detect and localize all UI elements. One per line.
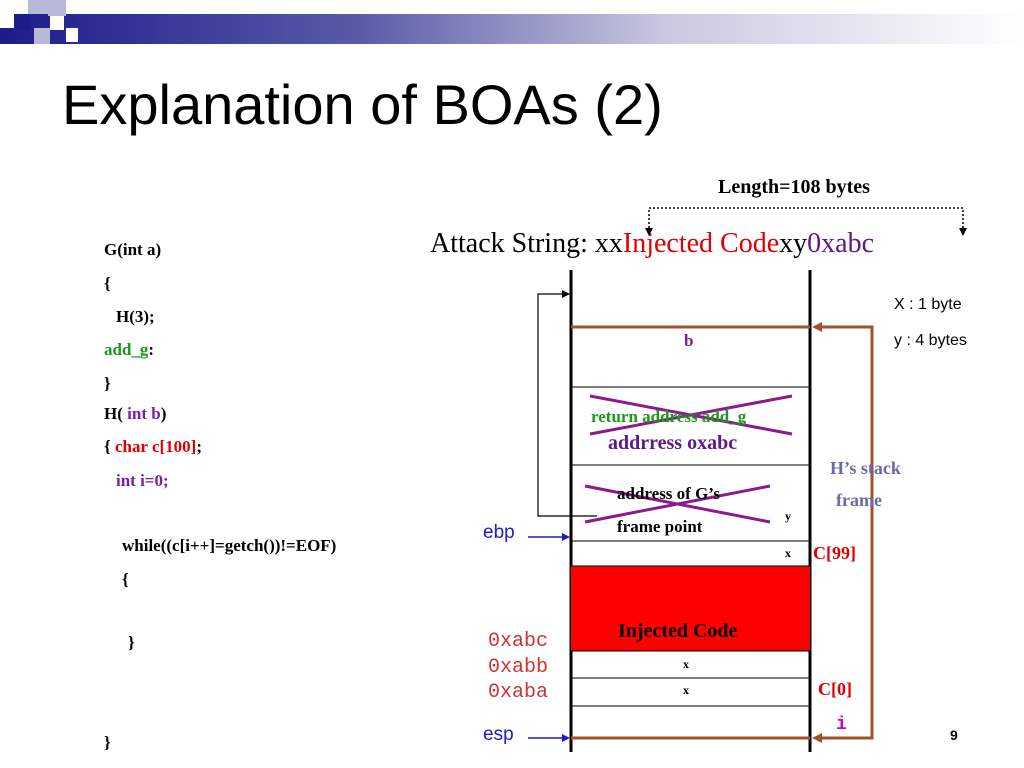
code-line: } bbox=[128, 633, 135, 652]
length-label: Length=108 bytes bbox=[718, 176, 870, 198]
code-line: add_g: bbox=[104, 340, 155, 359]
legend-y: y : 4 bytes bbox=[894, 332, 967, 349]
code-line: H( int b) bbox=[104, 404, 167, 423]
corner-square bbox=[48, 0, 66, 16]
code-line: { bbox=[104, 274, 111, 293]
cell-return-new: addrress oxabc bbox=[608, 432, 738, 454]
cell-x: x bbox=[683, 683, 689, 697]
hstack-label: frame bbox=[836, 490, 882, 510]
arrow-head bbox=[812, 322, 822, 332]
address-label: 0xabb bbox=[488, 656, 549, 679]
header-bar bbox=[0, 14, 1024, 44]
cell-gframe: frame point bbox=[617, 517, 703, 536]
code-line: G(int a) bbox=[104, 240, 162, 259]
arrow-head bbox=[959, 228, 967, 236]
cell-y: y bbox=[785, 509, 791, 523]
cell-b: b bbox=[684, 331, 694, 350]
injected-code-block bbox=[571, 566, 810, 651]
frame-pointer-arrow bbox=[537, 293, 597, 517]
code-line: int i=0; bbox=[116, 471, 169, 490]
ebp-label: ebp bbox=[483, 522, 515, 543]
length-bracket bbox=[648, 207, 964, 232]
cell-gframe: address of G’s bbox=[617, 484, 720, 503]
corner-square bbox=[66, 28, 78, 42]
arrow-head bbox=[562, 290, 570, 298]
i-label: i bbox=[836, 715, 847, 735]
corner-square bbox=[34, 28, 50, 44]
code-line: { char c[100]; bbox=[104, 437, 202, 456]
cross-line bbox=[589, 394, 793, 436]
code-line: while((c[i++]=getch())!=EOF) bbox=[122, 536, 337, 555]
cell-x: x bbox=[785, 546, 791, 560]
corner-square bbox=[50, 16, 64, 30]
cross-line bbox=[584, 484, 771, 524]
code-line: } bbox=[104, 733, 111, 752]
cell-return-old: return address add_g bbox=[591, 407, 747, 426]
esp-label: esp bbox=[483, 724, 514, 745]
arrow-head bbox=[645, 228, 653, 236]
hstack-label: H’s stack bbox=[830, 458, 901, 478]
attack-string: Attack String: xxInjected Codexy0xabc bbox=[430, 228, 875, 259]
address-label: 0xaba bbox=[488, 681, 549, 704]
c0-label: C[0] bbox=[818, 679, 852, 699]
arrow-head bbox=[812, 733, 822, 743]
cell-injected: Injected Code bbox=[618, 620, 738, 642]
arrow-head bbox=[562, 533, 570, 541]
code-line: { bbox=[122, 570, 129, 589]
arrow-head bbox=[562, 734, 570, 742]
corner-square bbox=[14, 14, 30, 30]
legend-x: X : 1 byte bbox=[894, 296, 962, 313]
c99-label: C[99] bbox=[813, 543, 856, 563]
slide-title: Explanation of BOAs (2) bbox=[62, 73, 663, 136]
hstack-bracket bbox=[816, 325, 874, 740]
address-label: 0xabc bbox=[488, 630, 549, 653]
code-line: H(3); bbox=[116, 307, 155, 326]
corner-square bbox=[28, 0, 48, 14]
cell-x: x bbox=[683, 657, 689, 671]
page-number: 9 bbox=[950, 727, 958, 743]
code-line: } bbox=[104, 374, 111, 393]
